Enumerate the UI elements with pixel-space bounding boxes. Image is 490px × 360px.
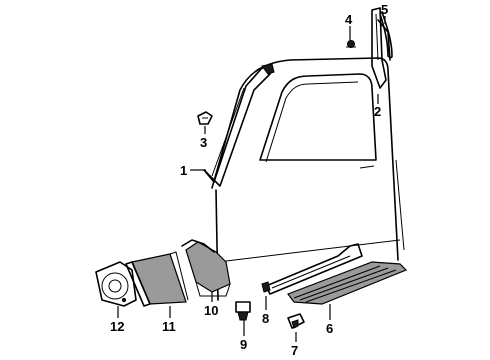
- callout-labels: 1 2 3 4 5 6 7 8 9 10 11 12: [110, 2, 388, 358]
- trim-panel-part: [125, 251, 189, 307]
- leader-lines: [117, 16, 386, 342]
- callout-2: 2: [374, 104, 381, 119]
- callout-4: 4: [345, 12, 353, 27]
- door-body-outline: [211, 57, 405, 301]
- seal-strip-part: [379, 11, 393, 59]
- kick-panel-part: [181, 239, 231, 297]
- callout-1: 1: [180, 163, 187, 178]
- speaker-panel-part: [95, 261, 137, 307]
- callout-5: 5: [381, 2, 388, 17]
- callout-7: 7: [291, 343, 298, 358]
- callout-6: 6: [326, 321, 333, 336]
- sill-molding-part: [261, 243, 363, 295]
- step-plate-part: [287, 261, 408, 305]
- callout-3: 3: [200, 135, 207, 150]
- callout-10: 10: [204, 303, 218, 318]
- a-pillar-molding-part: [203, 63, 275, 187]
- callout-9: 9: [240, 337, 247, 352]
- plug-part: [235, 301, 251, 321]
- callout-11: 11: [162, 319, 176, 334]
- callout-8: 8: [262, 311, 269, 326]
- retainer-clip-part: [197, 111, 213, 125]
- fastener-part: [287, 313, 305, 329]
- screw-part: [346, 40, 356, 48]
- callout-12: 12: [110, 319, 124, 334]
